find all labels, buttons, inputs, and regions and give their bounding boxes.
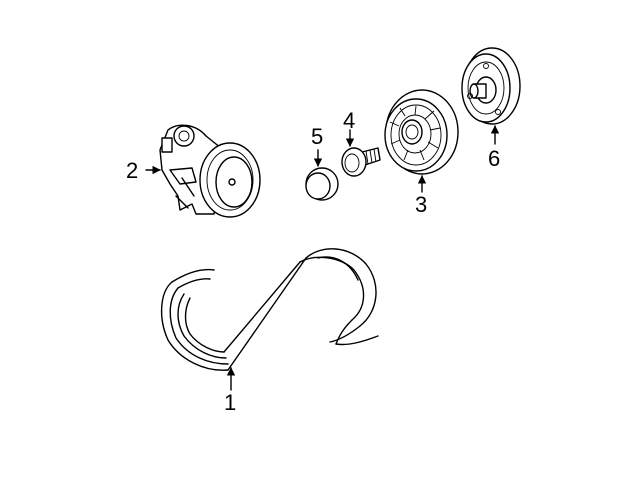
callout-2: 2 xyxy=(126,158,161,183)
idler-pulley xyxy=(384,89,459,175)
drive-pulley xyxy=(461,47,521,125)
callout-6: 6 xyxy=(488,125,500,171)
callout-6-label: 6 xyxy=(488,146,500,171)
pulley-cap xyxy=(305,167,339,201)
callout-2-label: 2 xyxy=(126,158,138,183)
callout-4: 4 xyxy=(343,108,355,147)
callout-1: 1 xyxy=(224,367,236,415)
belt-tensioner xyxy=(159,124,261,218)
callout-3-label: 3 xyxy=(415,192,427,217)
pulley-bolt xyxy=(341,147,381,177)
callout-1-label: 1 xyxy=(224,390,236,415)
drive-belt xyxy=(160,248,379,371)
callout-5: 5 xyxy=(311,124,323,167)
callout-5-label: 5 xyxy=(311,124,323,149)
callout-4-label: 4 xyxy=(343,108,355,133)
callout-3: 3 xyxy=(415,175,427,217)
